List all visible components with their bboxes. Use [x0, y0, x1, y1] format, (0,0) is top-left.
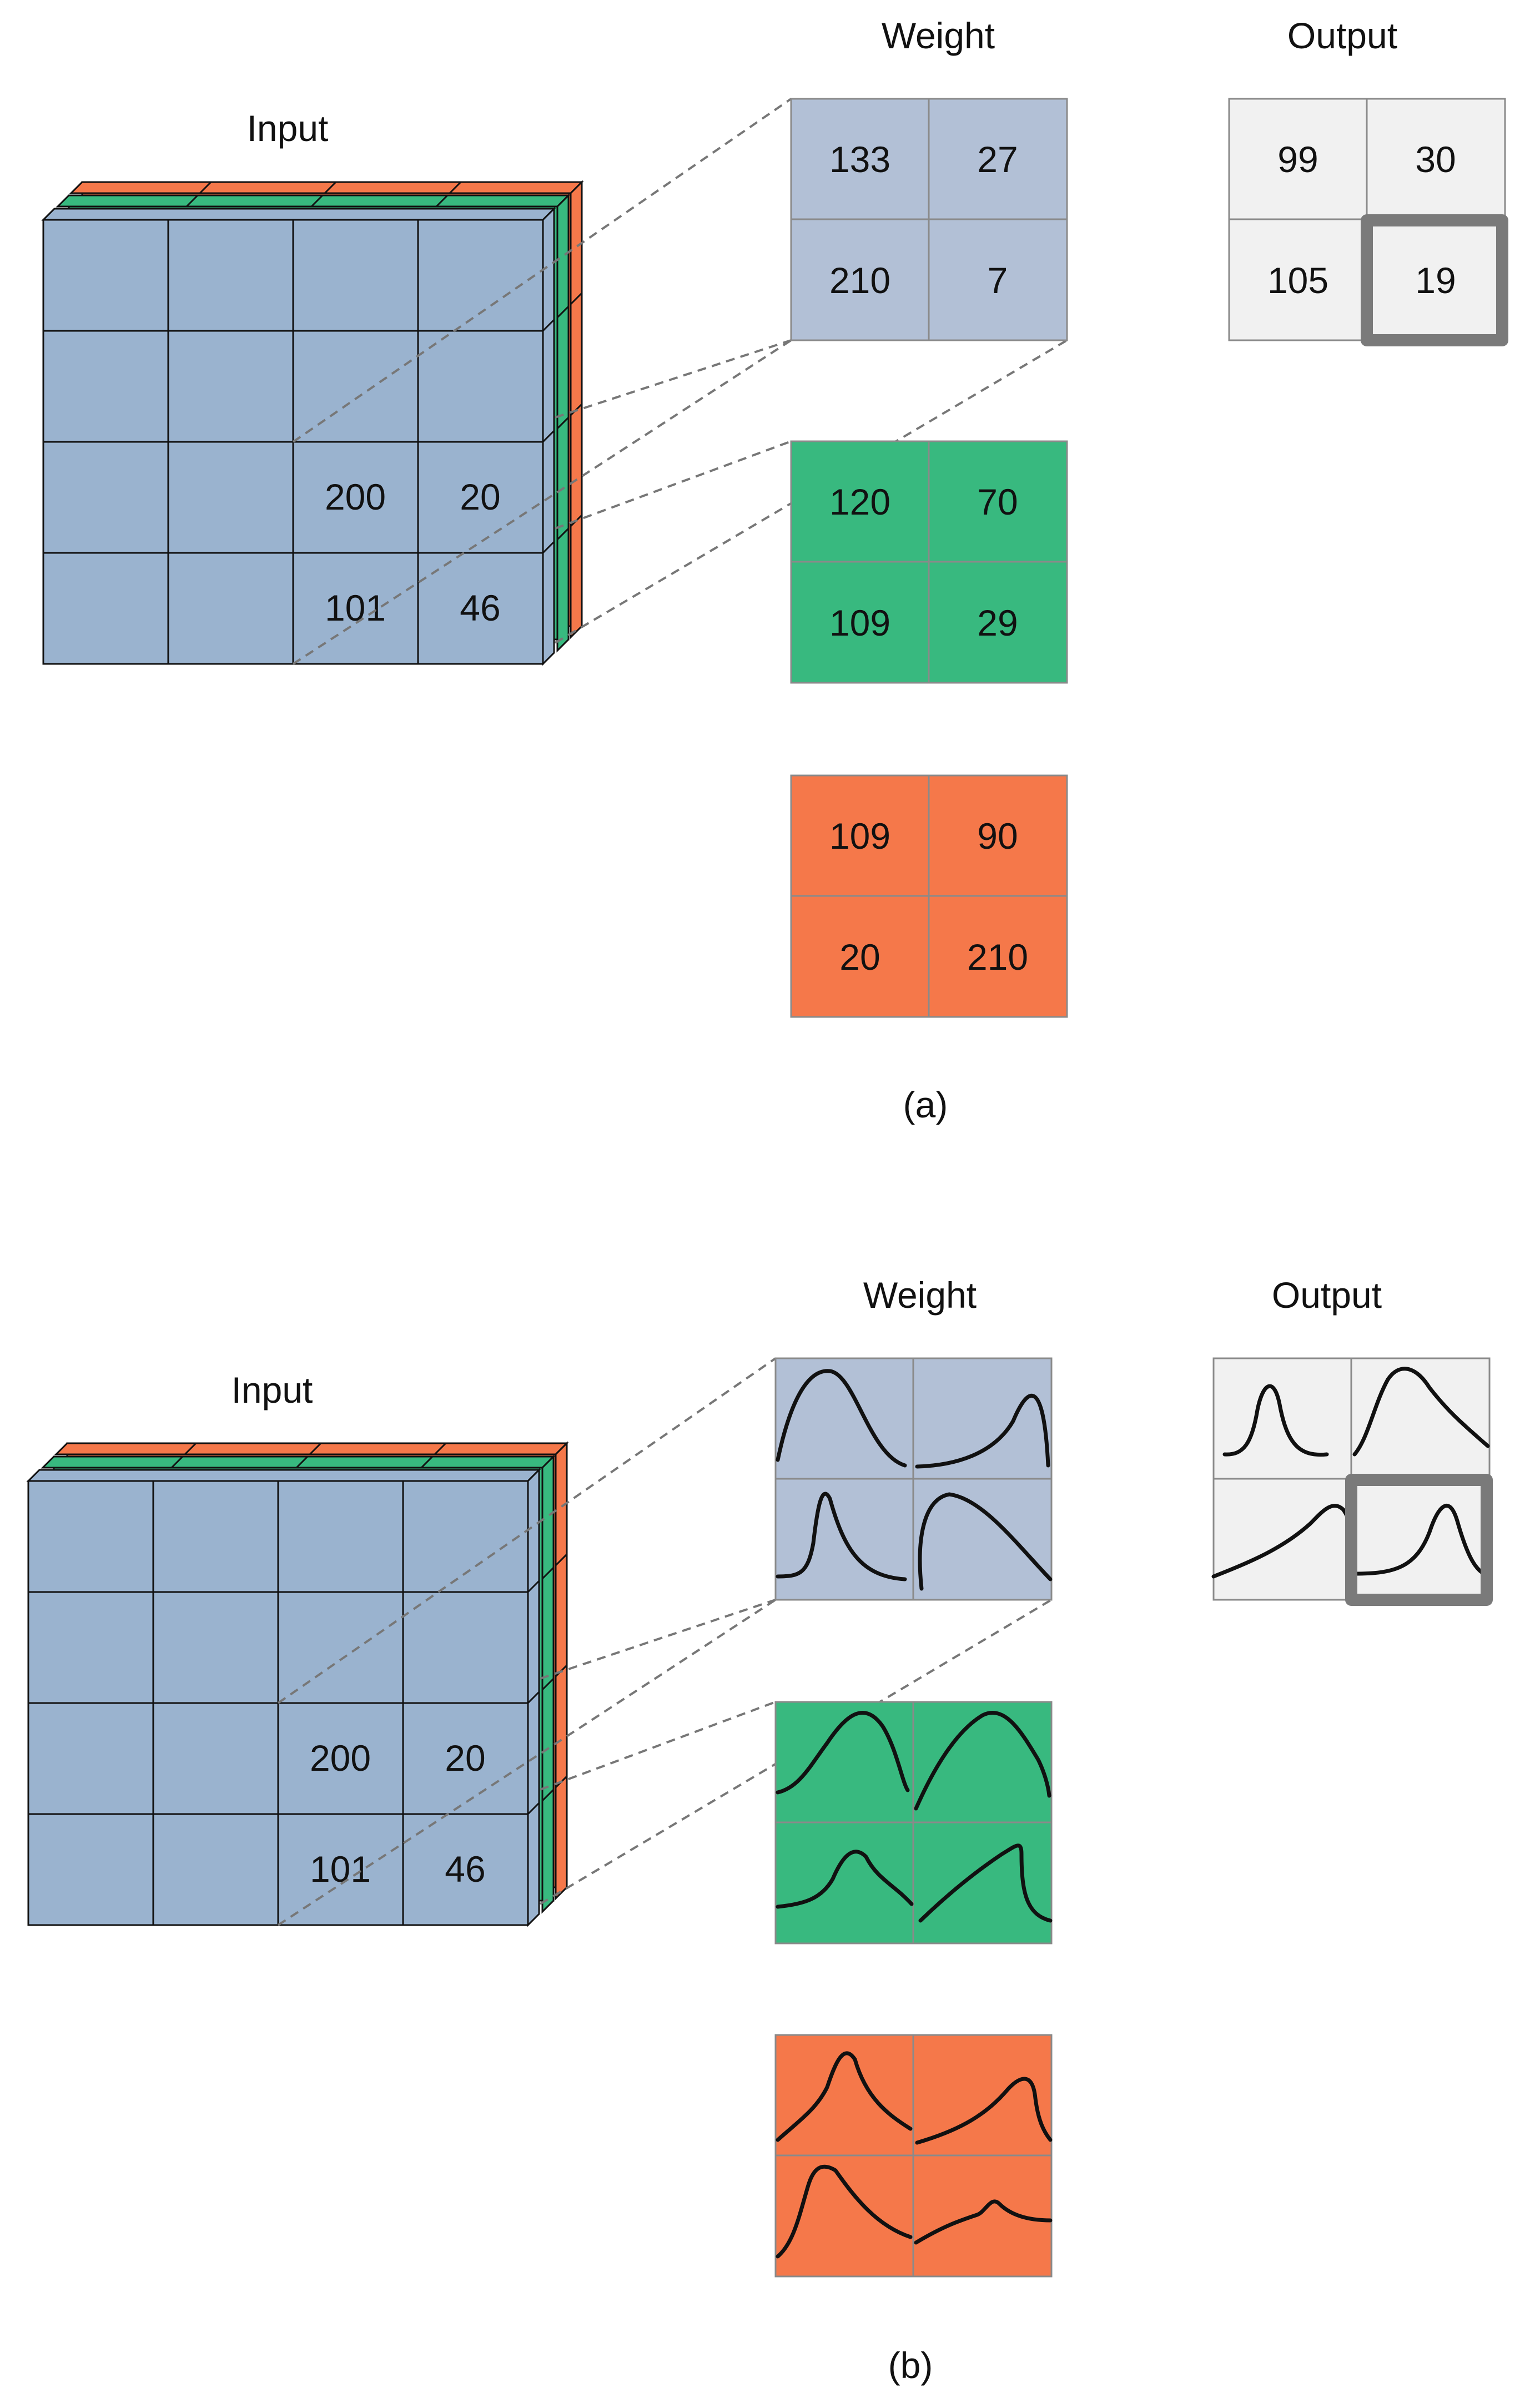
weight-orange-cell-0-1: 90	[977, 815, 1018, 857]
dashed-projection-line	[540, 1701, 776, 1791]
input-cell-b-2-2: 200	[310, 1737, 371, 1779]
input-cell-b-3-2: 101	[310, 1848, 371, 1890]
weight-green-cell-0-0: 120	[829, 481, 890, 522]
projection-lines-a	[292, 98, 1068, 665]
caption-b: (b)	[888, 2345, 933, 2386]
weight-green-cell-1-0: 109	[829, 602, 890, 643]
distribution-curve-icon	[1352, 1504, 1489, 1578]
output-grid-a: 99 30 105 19	[1228, 98, 1508, 346]
distribution-curve-icon	[914, 1711, 1051, 1811]
output-label-a: Output	[1287, 15, 1397, 56]
weight-orange-cell-1-1: 210	[967, 936, 1028, 978]
output-cell-a-0-0: 99	[1277, 139, 1318, 180]
distribution-curve-icon	[1222, 1384, 1329, 1457]
weight-blue-cell-1-0: 210	[829, 260, 890, 301]
dashed-projection-line	[292, 98, 792, 443]
distribution-curve-icon	[915, 2077, 1053, 2145]
weight-orange-cell-0-0: 109	[829, 815, 890, 857]
weight-orange-cell-1-0: 20	[839, 936, 880, 978]
distribution-curve-icon	[1352, 1367, 1490, 1457]
weight-green-a: 120 70 109 29	[790, 440, 1068, 684]
distribution-curve-icon	[776, 2051, 913, 2142]
input-cell-b-3-3: 46	[445, 1848, 485, 1890]
input-label-a: Input	[247, 108, 329, 149]
weight-orange-a: 109 90 20 210	[790, 774, 1068, 1018]
input-label-b: Input	[231, 1369, 313, 1410]
input-cell-a-3-2: 101	[325, 587, 386, 628]
distribution-curve-icon	[776, 1850, 914, 1909]
highlight-frame	[1361, 214, 1508, 346]
distribution-curve-icon	[914, 2199, 1053, 2245]
output-cell-a-1-0: 105	[1267, 260, 1328, 301]
dashed-projection-line	[554, 339, 1068, 644]
weight-blue-a: 133 27 210 7	[790, 98, 1068, 341]
distribution-curve-icon	[776, 1711, 910, 1795]
input-cell-a-3-3: 46	[460, 587, 500, 628]
input-tensor-b: 200 20 101 46	[26, 1441, 569, 1927]
dashed-projection-line	[555, 440, 792, 530]
distribution-curve-icon	[776, 2164, 913, 2259]
dashed-projection-line	[292, 339, 792, 665]
panel-a: Input Weight Output	[41, 15, 1508, 1125]
distribution-curve-icon	[918, 1492, 1053, 1591]
panel-b: Input Weight Output	[26, 1274, 1493, 2386]
output-label-b: Output	[1272, 1274, 1382, 1316]
dashed-projection-line	[277, 1357, 777, 1704]
distribution-curve-icon	[918, 1843, 1053, 1923]
dashed-projection-line	[555, 339, 792, 419]
weight-green-cell-0-1: 70	[977, 481, 1018, 522]
weight-green-b	[774, 1701, 1053, 1944]
distribution-curve-icon	[776, 1492, 907, 1581]
weight-blue-cell-0-0: 133	[829, 139, 890, 180]
output-cell-a-1-1: 19	[1415, 260, 1456, 301]
dashed-projection-line	[277, 1599, 777, 1926]
weight-blue-cell-1-1: 7	[988, 260, 1008, 301]
dashed-projection-line	[539, 1599, 1053, 1905]
output-grid-b	[1211, 1357, 1493, 1606]
caption-a: (a)	[903, 1084, 948, 1125]
highlight-frame	[1345, 1474, 1493, 1606]
weight-blue-cell-0-1: 27	[977, 139, 1018, 180]
weight-orange-b	[774, 2034, 1053, 2278]
input-cell-a-2-3: 20	[460, 476, 500, 517]
projection-lines-b	[277, 1357, 1053, 1926]
input-tensor-a: 200 20 101 46	[41, 180, 584, 666]
weight-blue-b	[774, 1357, 1053, 1601]
dashed-projection-line	[540, 1599, 776, 1680]
weight-label-b: Weight	[863, 1274, 977, 1316]
distribution-curve-icon	[776, 1369, 907, 1468]
input-cell-b-2-3: 20	[445, 1737, 485, 1779]
weight-label-a: Weight	[882, 15, 995, 56]
input-cell-a-2-2: 200	[325, 476, 386, 517]
weight-green-cell-1-1: 29	[977, 602, 1018, 643]
distribution-curve-icon	[915, 1394, 1050, 1469]
output-cell-a-0-1: 30	[1415, 139, 1456, 180]
